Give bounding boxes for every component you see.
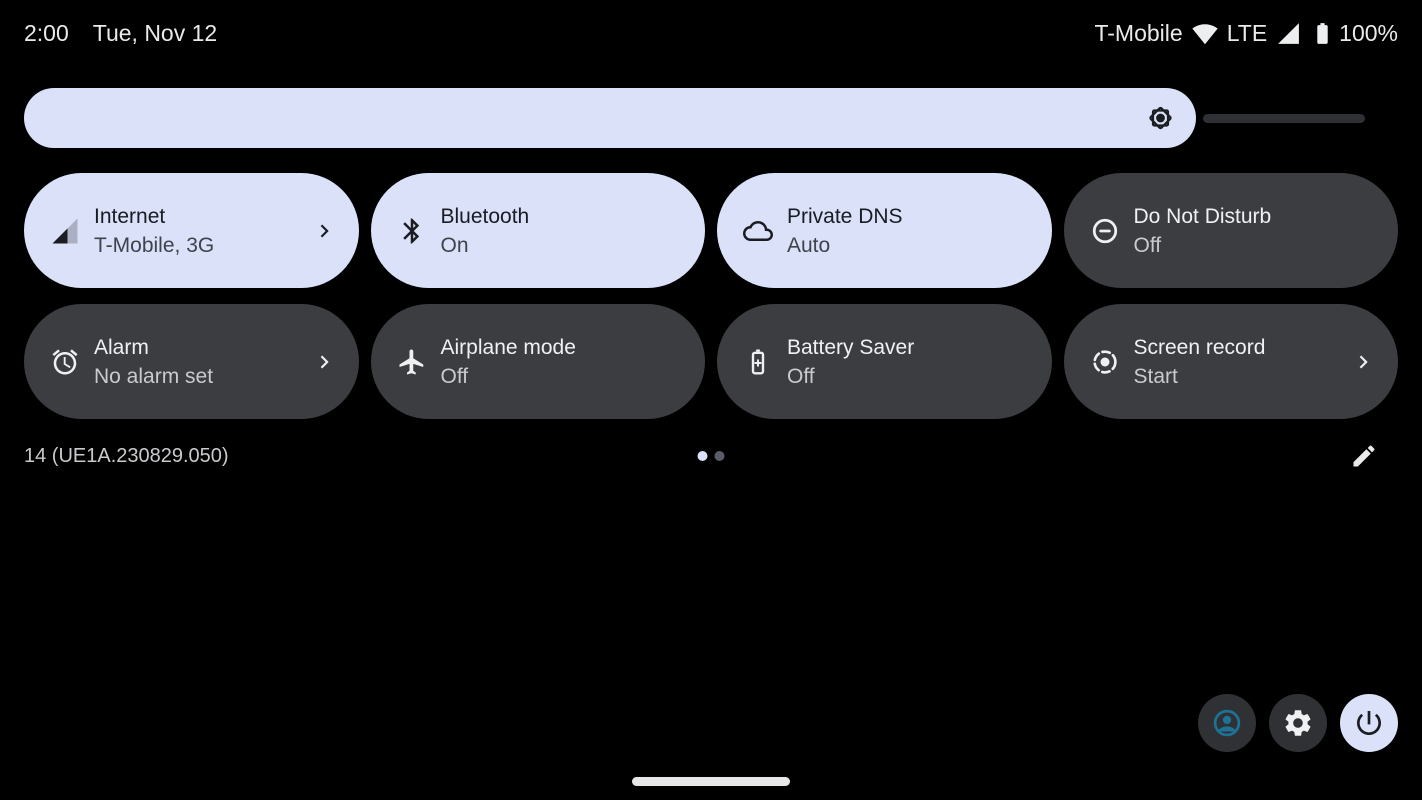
tile-title: Battery Saver	[787, 335, 915, 359]
cloud-icon	[743, 216, 773, 246]
status-bar: 2:00 Tue, Nov 12 T-Mobile LTE 100%	[24, 20, 1398, 47]
battery-icon	[1310, 20, 1335, 47]
carrier-label: T-Mobile	[1094, 20, 1183, 46]
tile-private-dns[interactable]: Private DNS Auto	[717, 173, 1052, 288]
edit-tiles-button[interactable]	[1350, 441, 1380, 471]
tile-subtitle: On	[440, 233, 469, 257]
brightness-icon	[1145, 103, 1176, 134]
status-bar-right: T-Mobile LTE 100%	[1094, 20, 1398, 47]
tile-subtitle: Off	[440, 364, 469, 388]
status-bar-left: 2:00 Tue, Nov 12	[24, 20, 217, 47]
tile-subtitle: Start	[1133, 364, 1178, 388]
do-not-disturb-icon	[1090, 216, 1120, 246]
bluetooth-icon	[397, 216, 427, 246]
power-button[interactable]	[1340, 694, 1398, 752]
tile-subtitle: T-Mobile, 3G	[94, 233, 215, 257]
battery-percent: 100%	[1339, 20, 1398, 46]
screen-record-icon	[1090, 347, 1120, 377]
tile-bluetooth[interactable]: Bluetooth On	[370, 173, 705, 288]
quick-settings-tiles: Internet T-Mobile, 3G Bluetooth On Priva…	[24, 173, 1398, 419]
gear-icon	[1282, 707, 1314, 739]
page-dot-1	[697, 451, 708, 461]
tile-subtitle: Off	[1133, 233, 1162, 257]
tile-title: Bluetooth	[440, 204, 530, 228]
page-indicator	[697, 451, 725, 461]
tile-subtitle: No alarm set	[94, 364, 214, 388]
tile-internet[interactable]: Internet T-Mobile, 3G	[24, 173, 359, 288]
chevron-right-icon	[1351, 349, 1377, 375]
user-avatar-icon	[1211, 707, 1243, 739]
build-number: 14 (UE1A.230829.050)	[24, 445, 229, 467]
tile-title: Airplane mode	[440, 335, 576, 359]
bottom-buttons	[1198, 694, 1398, 752]
tile-title: Alarm	[94, 335, 149, 359]
tile-screen-record[interactable]: Screen record Start	[1063, 304, 1398, 419]
network-type-label: LTE	[1226, 20, 1268, 46]
home-indicator[interactable]	[632, 777, 790, 786]
tile-title: Internet	[94, 204, 166, 228]
power-icon	[1353, 707, 1385, 739]
tile-subtitle: Auto	[787, 233, 831, 257]
brightness-fill[interactable]	[24, 88, 1197, 148]
chevron-right-icon	[312, 349, 338, 375]
settings-button[interactable]	[1269, 694, 1327, 752]
pencil-icon	[1350, 442, 1380, 470]
battery-saver-icon	[743, 347, 773, 377]
signal-cellular-icon	[50, 216, 80, 246]
user-switcher-button[interactable]	[1198, 694, 1256, 752]
tile-alarm[interactable]: Alarm No alarm set	[24, 304, 359, 419]
tile-battery-saver[interactable]: Battery Saver Off	[717, 304, 1052, 419]
tile-subtitle: Off	[787, 364, 815, 388]
chevron-right-icon	[312, 218, 338, 244]
tile-airplane-mode[interactable]: Airplane mode Off	[370, 304, 705, 419]
brightness-track[interactable]	[1203, 113, 1365, 123]
tile-do-not-disturb[interactable]: Do Not Disturb Off	[1063, 173, 1398, 288]
tile-title: Do Not Disturb	[1133, 204, 1272, 228]
airplane-icon	[397, 347, 427, 377]
page-dot-2	[714, 451, 725, 461]
tile-title: Screen record	[1133, 335, 1266, 359]
tile-title: Private DNS	[787, 204, 903, 228]
cellular-signal-icon	[1276, 21, 1301, 46]
brightness-slider[interactable]	[24, 88, 1365, 148]
alarm-icon	[50, 347, 80, 377]
clock: 2:00	[24, 20, 69, 46]
date: Tue, Nov 12	[92, 20, 218, 46]
wifi-icon	[1192, 21, 1218, 47]
